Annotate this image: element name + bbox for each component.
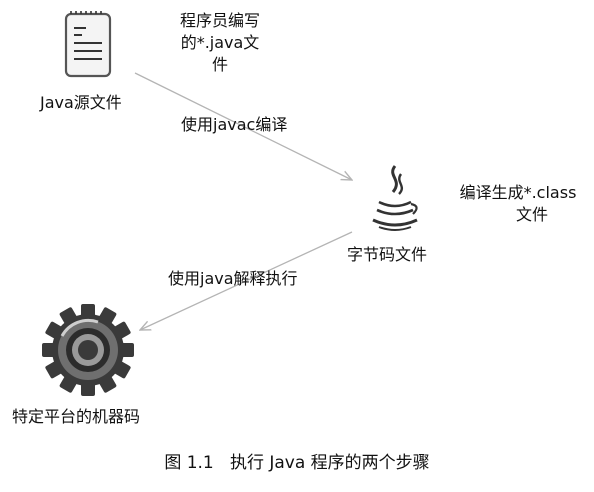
source-file-node [58, 8, 118, 92]
programmer-writes-line-1: 程序员编写 [179, 11, 260, 30]
interpret-arrow [140, 231, 353, 330]
java-interpret-annotation: 使用java解释执行 [168, 269, 298, 288]
source-file-label: Java源文件 [40, 93, 122, 112]
programmer-writes-annotation: 程序员编写 的*.java文 件 [160, 10, 280, 76]
machine-code-node [38, 300, 138, 400]
compile-generate-line-1: 编译生成*.class [459, 183, 577, 202]
programmer-writes-line-3: 件 [211, 55, 228, 74]
compile-generate-annotation: 编译生成*.class 文件 [448, 182, 588, 226]
java-coffee-cup-icon [372, 165, 418, 231]
javac-compile-annotation: 使用javac编译 [181, 115, 288, 134]
compile-generate-line-2: 文件 [515, 205, 548, 224]
figure-caption: 图 1.1 执行 Java 程序的两个步骤 [164, 453, 430, 473]
machine-code-label: 特定平台的机器码 [12, 407, 141, 426]
document-icon [64, 11, 112, 78]
compile-arrow [134, 72, 352, 180]
programmer-writes-line-2: 的*.java文 [180, 33, 260, 52]
gear-icon [42, 304, 134, 396]
bytecode-file-label: 字节码文件 [347, 245, 428, 264]
bytecode-file-node [365, 160, 425, 240]
